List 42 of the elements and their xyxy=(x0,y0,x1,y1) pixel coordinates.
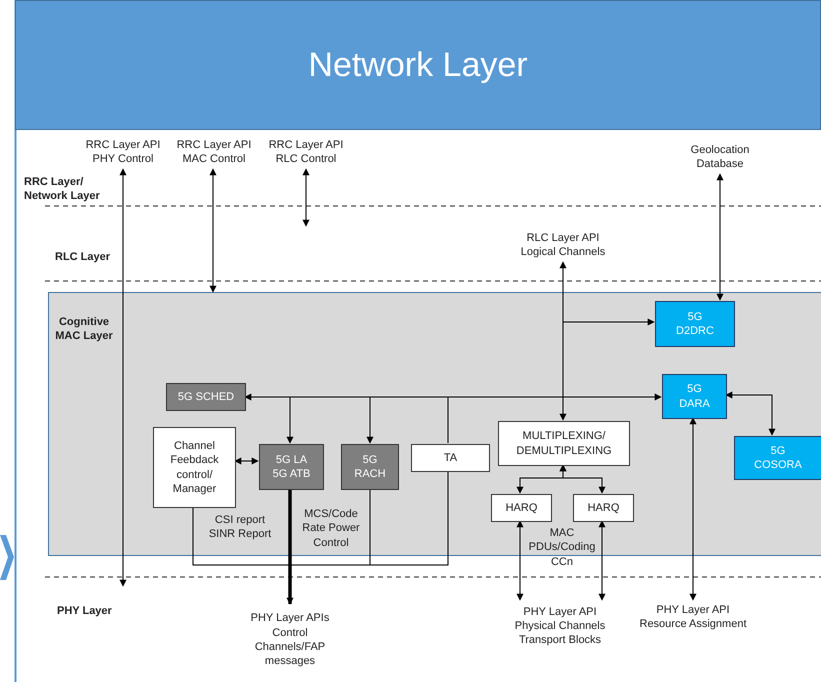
module-box: 5G D2DRC xyxy=(655,301,735,347)
api-label: RRC Layer API MAC Control xyxy=(168,135,260,169)
module-box: 5G COSORA xyxy=(734,436,821,480)
process-box: MULTIPLEXING/ DEMULTIPLEXING xyxy=(498,421,630,466)
api-label: RRC Layer API PHY Control xyxy=(78,135,168,169)
api-label: RRC Layer API RLC Control xyxy=(260,135,352,169)
arrow xyxy=(286,489,294,605)
layer-name: PHY Layer xyxy=(57,604,113,618)
connector-line xyxy=(244,396,448,444)
module-box: 5G DARA xyxy=(662,374,727,419)
layer-header: Network Layer xyxy=(15,0,821,130)
annotation-text: CSI report SINR Report xyxy=(208,513,272,542)
arrow xyxy=(598,520,606,601)
api-label: RLC Layer API Logical Channels xyxy=(513,228,613,262)
panel-heading: Cognitive MAC Layer xyxy=(54,315,114,344)
arrow xyxy=(234,458,259,464)
module-box: 5G SCHED xyxy=(166,383,246,411)
api-label: PHY Layer APIs Control Channels/FAP messages xyxy=(245,604,335,676)
arrow xyxy=(120,168,126,587)
module-box: 5G LA 5G ATB xyxy=(259,444,324,490)
process-box: HARQ xyxy=(491,494,552,522)
arrow xyxy=(690,417,696,601)
layer-name: RRC Layer/ Network Layer xyxy=(24,175,101,204)
process-box: Channel Feebdack control/ Manager xyxy=(153,427,236,508)
api-label: PHY Layer API Resource Assignment xyxy=(632,600,754,634)
arrow xyxy=(244,394,662,400)
process-box: HARQ xyxy=(573,494,634,522)
api-label: PHY Layer API Physical Channels Transport Blocks xyxy=(505,600,615,652)
layer-panel xyxy=(48,292,821,556)
arrow xyxy=(716,173,724,301)
arrow xyxy=(560,464,606,494)
arrow xyxy=(516,520,524,601)
arrow xyxy=(210,168,216,293)
api-label: Geolocation Database xyxy=(668,140,772,174)
arrow xyxy=(302,168,310,227)
arrow xyxy=(725,392,776,436)
annotation-text: MCS/Code Rate Power Control xyxy=(301,507,361,550)
layer-name: RLC Layer xyxy=(55,250,112,264)
process-box: TA xyxy=(411,444,490,472)
arrow xyxy=(560,261,566,421)
module-box: 5G RACH xyxy=(341,444,399,490)
annotation-text: MAC PDUs/Coding CCn xyxy=(528,526,596,569)
